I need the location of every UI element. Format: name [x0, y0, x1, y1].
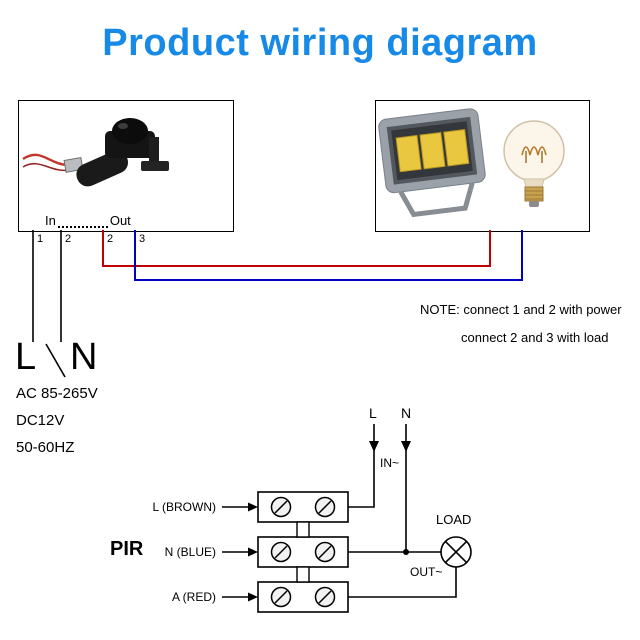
sensor-knob — [76, 150, 129, 187]
terminal-row-3 — [257, 581, 349, 613]
in-label: In — [45, 213, 56, 228]
pir-sensor-panel: In Out — [18, 100, 234, 232]
ln-diagonal — [45, 343, 66, 378]
out-label: Out — [109, 213, 131, 228]
floodlight-image — [378, 108, 486, 218]
wire-label-red: A (RED) — [171, 590, 216, 604]
leader-dots — [57, 215, 108, 228]
blue-wire — [134, 230, 523, 281]
page-title: Product wiring diagram — [102, 22, 538, 64]
power-n-label: N — [70, 336, 98, 378]
arrow-right-icon — [248, 547, 258, 557]
lamp-icon — [440, 536, 472, 568]
sensor-dome-highlight — [118, 123, 128, 129]
bulb-stem — [525, 151, 543, 163]
wire-label-blue: N (BLUE) — [164, 545, 216, 559]
terminal-row-1 — [257, 491, 349, 523]
spec-voltage: AC 85-265V — [16, 385, 98, 402]
power-l-label: L — [15, 336, 37, 378]
bulb-image — [503, 120, 565, 207]
floodlight-led-3 — [443, 129, 470, 167]
circuit-l-label: L — [369, 405, 377, 421]
note-line-2: connect 2 and 3 with load — [461, 330, 609, 345]
screw-terminal-icons — [270, 496, 336, 608]
block-link-2 — [296, 566, 310, 583]
in-out-label: In Out — [45, 213, 131, 228]
note-line-1: NOTE: connect 1 and 2 with power — [420, 302, 622, 317]
circuit-l-wire — [348, 424, 375, 508]
bulb-neck — [523, 178, 545, 188]
pir-label: PIR — [110, 538, 144, 560]
junction-dot — [403, 549, 409, 555]
terminal-block — [257, 491, 349, 613]
pir-sensor-image — [22, 118, 169, 187]
spec-frequency: 50-60HZ — [16, 439, 75, 456]
terminal-number-2: 2 — [65, 233, 72, 245]
bulb-base-ridges — [525, 190, 543, 200]
sensor-bracket-foot — [141, 161, 169, 171]
load-images — [378, 108, 565, 218]
wire-label-brown: L (BROWN) — [152, 500, 216, 514]
terminal-number-4: 3 — [139, 233, 146, 245]
terminal-number-3: 2 — [107, 233, 114, 245]
sensor-dome — [112, 118, 148, 144]
out-tilde-label: OUT~ — [410, 565, 443, 579]
bulb-filament — [521, 146, 547, 156]
circuit-n-label: N — [401, 405, 412, 421]
load-label: LOAD — [436, 512, 472, 527]
circuit-n-wire — [348, 424, 407, 553]
floodlight-led-2 — [419, 131, 446, 170]
l-arrow-down-icon — [369, 441, 379, 452]
sensor-bracket-arm — [149, 137, 159, 165]
bulb-base-tip — [529, 201, 539, 207]
floodlight-led-1 — [395, 134, 422, 173]
floodlight-bracket — [398, 182, 475, 218]
load-panel — [375, 100, 590, 232]
arrow-right-icon — [248, 502, 258, 512]
red-wire — [102, 230, 491, 267]
bulb-glass — [503, 120, 565, 182]
wire-label-arrows — [222, 502, 258, 602]
in-tilde-label: IN~ — [379, 456, 401, 470]
arrow-right-icon — [248, 592, 258, 602]
terminal-row-2 — [257, 536, 349, 568]
terminal-number-1: 1 — [37, 233, 44, 245]
block-link-1 — [296, 521, 310, 538]
sensor-red-wire-2 — [22, 162, 70, 172]
n-arrow-down-icon — [401, 441, 411, 452]
spec-dc: DC12V — [16, 412, 65, 429]
